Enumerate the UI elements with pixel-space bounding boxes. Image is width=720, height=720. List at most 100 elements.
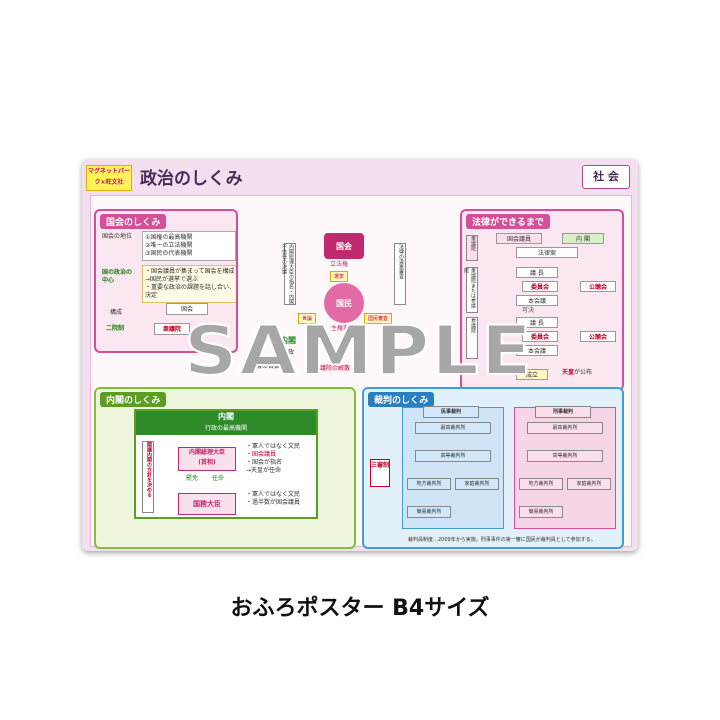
kokkai-status-list: ①国権の最高機関 ②唯一の立法機関 ③国民の代表機関 xyxy=(142,231,236,261)
kokkai-center-item: ・重要な政治の課題を話し合い、決定 xyxy=(145,284,236,299)
ministers-box: 国務大臣 xyxy=(178,493,236,515)
kokkai-status-item: ②唯一の立法機関 xyxy=(145,242,193,249)
three-tier-badge: 三審制 xyxy=(370,459,390,487)
kokkai-center-item: →国民が選挙で選ぶ xyxy=(145,276,199,283)
kokumin-shinsa-tag: 国民審査 xyxy=(364,313,393,324)
criminal-court-column: 刑事裁判 最高裁判所 高等裁判所 地方裁判所 家庭裁判所 簡易裁判所 xyxy=(514,406,616,529)
chair-box-2: 議 長 xyxy=(516,317,558,328)
section-saiban: 裁判のしくみ 三審制 民事裁判 最高裁判所 高等裁判所 地方裁判所 家庭裁判所 … xyxy=(362,387,624,549)
kokkai-node: 国会 xyxy=(324,233,364,259)
naikaku-node: 内閣 xyxy=(280,336,296,345)
kokumin-node-sub: 主権者 xyxy=(331,325,350,332)
emperor-label: 天皇 xyxy=(562,369,575,376)
supreme-court-civil: 最高裁判所 xyxy=(415,422,491,434)
high-court-criminal: 高等裁判所 xyxy=(527,450,603,462)
civil-court-title: 民事裁判 xyxy=(423,406,479,418)
sample-watermark: SAMPLE xyxy=(183,311,534,392)
senkyo-tag: 選挙 xyxy=(330,271,349,282)
kokkai-convocation: 国会の召集 xyxy=(250,363,281,370)
kokkai-center-list: ・国会議員が集まって国会を構成 →国民が選挙で選ぶ ・重要な政治の課題を話し合い… xyxy=(142,265,236,303)
prime-minister-sub: (首相) xyxy=(198,459,216,466)
supreme-court-criminal: 最高裁判所 xyxy=(527,422,603,434)
plenary-box-2: 本会議 xyxy=(516,345,558,356)
dismiss-label: 罷免 xyxy=(186,475,199,482)
bill-box: 法律案 xyxy=(516,247,578,258)
cabinet-subtitle: 行政の最高機関 xyxy=(204,425,247,432)
pm-note: ・軍人ではなく文民 xyxy=(246,443,301,450)
committee-box-1: 委員会 xyxy=(522,281,558,292)
section-kokkai: 国会のしくみ 国会の地位 ①国権の最高機関 ②唯一の立法機関 ③国民の代表機関 … xyxy=(94,209,238,353)
plenary-box-1: 本会議 xyxy=(516,295,558,306)
minister-note: ・過半数が国会議員 xyxy=(246,499,301,506)
cabinet-header: 内閣 行政の最高機関 xyxy=(136,411,316,435)
brand-logo: マグネットパーク×旺文社 xyxy=(86,165,132,191)
pm-note: →天皇が任命 xyxy=(246,467,282,474)
high-court-civil: 高等裁判所 xyxy=(415,450,491,462)
promulgate-label: が公布 xyxy=(574,369,593,376)
cabinet-check-box: 内閣総理大臣の指名・内閣不信任の決議 xyxy=(281,243,296,305)
district-court-criminal: 地方裁判所 xyxy=(519,478,563,490)
public-hearing-box-1: 公聴会 xyxy=(580,281,616,292)
kokkai-status-label: 国会の地位 xyxy=(102,233,133,240)
naikaku-node-sub: 行政 xyxy=(282,349,295,356)
saibanin-note: 裁判員制度…2009年から実施。刑事事件の第一審に国民が裁判員として参加する。 xyxy=(408,537,596,543)
section-saiban-heading: 裁判のしくみ xyxy=(368,392,435,407)
minister-note: ・軍人ではなく文民 xyxy=(246,491,301,498)
kokkai-center-label: 国の政治の中心 xyxy=(102,269,133,284)
public-hearing-box-2: 公聴会 xyxy=(580,331,616,342)
minister-notes: ・軍人ではなく文民 ・過半数が国会議員 xyxy=(246,491,312,507)
subject-badge: 社 会 xyxy=(582,165,630,189)
kokkai-structure-label: 構成 xyxy=(110,309,123,316)
appoint-label: 任命 xyxy=(212,475,225,482)
section-kokkai-heading: 国会のしくみ xyxy=(100,214,167,229)
poster: マグネットパーク×旺文社 政治のしくみ 社 会 国会のしくみ 国会の地位 ①国権… xyxy=(82,159,638,551)
kokumin-node-label: 国民 xyxy=(336,298,352,308)
separation-of-powers-diagram: 国会 立法権 国民 主権者 選挙 世論 国民審査 内閣総理大臣の指名・内閣不信任… xyxy=(250,233,410,383)
kokkai-status-item: ③国民の代表機関 xyxy=(145,250,193,257)
section-houritsu-heading: 法律ができるまで xyxy=(466,214,550,229)
cabinet-frame: 内閣 行政の最高機関 内閣総理大臣 (首相) 罷免 任命 国務大臣 ・軍人ではな… xyxy=(134,409,318,519)
criminal-court-title: 刑事裁判 xyxy=(535,406,591,418)
passed-box: 成立 xyxy=(516,369,548,380)
poster-title: 政治のしくみ xyxy=(140,169,243,189)
product-caption: おふろポスター B4サイズ xyxy=(230,596,490,621)
kokkai-node-sub: 立法権 xyxy=(330,261,349,268)
side-upper-house: 参議院 xyxy=(466,317,478,359)
side-either-house: 衆議院または参議院 xyxy=(463,267,478,313)
civil-court-column: 民事裁判 最高裁判所 高等裁判所 地方裁判所 家庭裁判所 簡易裁判所 xyxy=(402,406,504,529)
summary-court-civil: 簡易裁判所 xyxy=(407,506,451,518)
kokkai-center-item: ・国会議員が集まって国会を構成 xyxy=(145,268,235,275)
side-lower-house: 衆議院 xyxy=(466,235,478,261)
prime-minister-box: 内閣総理大臣 (首相) xyxy=(178,447,236,471)
members-box: 国会議員 xyxy=(496,233,542,244)
cabinet-meeting: 閣議内閣の方針を決める xyxy=(142,441,154,513)
pm-notes: ・軍人ではなく文民 ・国会議員 ・国会が指名 →天皇が任命 xyxy=(246,443,312,475)
judicial-check-box: 法律の違憲審査 xyxy=(394,243,406,305)
lower-house-box: 衆議院 xyxy=(154,323,190,335)
section-houritsu: 法律ができるまで 国会議員 内 閣 法律案 議 長 委員会 本会議 議 長 委員… xyxy=(460,209,624,391)
kokkai-bicameral: 二院制 xyxy=(106,325,125,332)
section-naikaku: 内閣のしくみ 内閣 行政の最高機関 内閣総理大臣 (首相) 罷免 任命 国務大臣… xyxy=(94,387,356,549)
prime-minister-label: 内閣総理大臣 xyxy=(188,449,225,456)
summary-court-criminal: 簡易裁判所 xyxy=(519,506,563,518)
kokkai-node-label: 国会 xyxy=(336,241,352,251)
kokumin-node: 国民 xyxy=(324,283,364,323)
cabinet-title: 内閣 xyxy=(218,412,234,421)
chair-box-1: 議 長 xyxy=(516,267,558,278)
cabinet-meeting-label: 閣議 xyxy=(146,442,152,452)
pm-note: ・国会議員 xyxy=(246,451,277,458)
cabinet-meeting-sub: 内閣の方針を決める xyxy=(146,452,152,497)
cabinet-box: 内 閣 xyxy=(562,233,604,244)
section-naikaku-heading: 内閣のしくみ xyxy=(100,392,167,407)
pm-note: ・国会が指名 xyxy=(246,459,283,466)
promulgation: 天皇が公布 xyxy=(562,369,592,377)
kokkai-status-item: ①国権の最高機関 xyxy=(145,234,193,241)
seron-tag: 世論 xyxy=(298,313,317,324)
family-court-civil: 家庭裁判所 xyxy=(455,478,499,490)
lower-house-dissolution: 衆議院の解散 xyxy=(314,365,351,372)
family-court-criminal: 家庭裁判所 xyxy=(567,478,611,490)
committee-box-2: 委員会 xyxy=(522,331,558,342)
kokkai-box: 国会 xyxy=(166,303,208,315)
district-court-civil: 地方裁判所 xyxy=(407,478,451,490)
vote-label: 可決 xyxy=(522,307,535,314)
